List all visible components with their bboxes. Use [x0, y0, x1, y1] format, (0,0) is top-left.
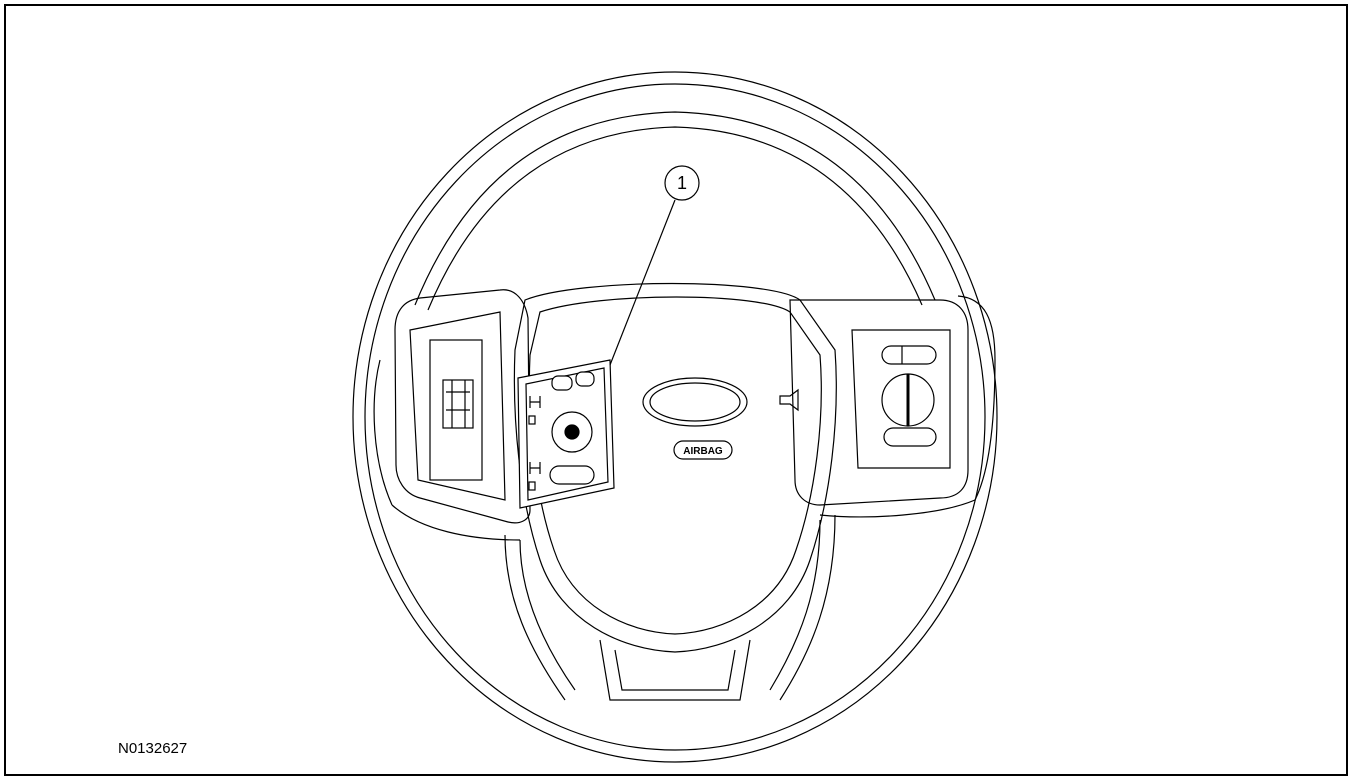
- airbag-hub: [513, 282, 837, 653]
- right-controls: [881, 345, 937, 447]
- steering-wheel-rim: [352, 71, 998, 763]
- switch-module: [517, 359, 615, 509]
- switch-button-upper-left: [551, 375, 573, 391]
- figure-id: N0132627: [118, 740, 188, 757]
- figure-frame: [4, 4, 1348, 776]
- right-top-button: [881, 345, 937, 365]
- right-bottom-rocker: [883, 427, 937, 447]
- airbag-label: AIRBAG: [683, 446, 723, 457]
- right-spoke: [789, 295, 996, 518]
- switch-rocker: [549, 465, 595, 485]
- callout-number: 1: [677, 173, 687, 193]
- horn-icon: [779, 388, 799, 412]
- switch-button-upper-right: [575, 371, 595, 387]
- callout-1: [609, 165, 700, 366]
- left-spoke: [373, 289, 531, 541]
- lower-spokes: [504, 514, 836, 701]
